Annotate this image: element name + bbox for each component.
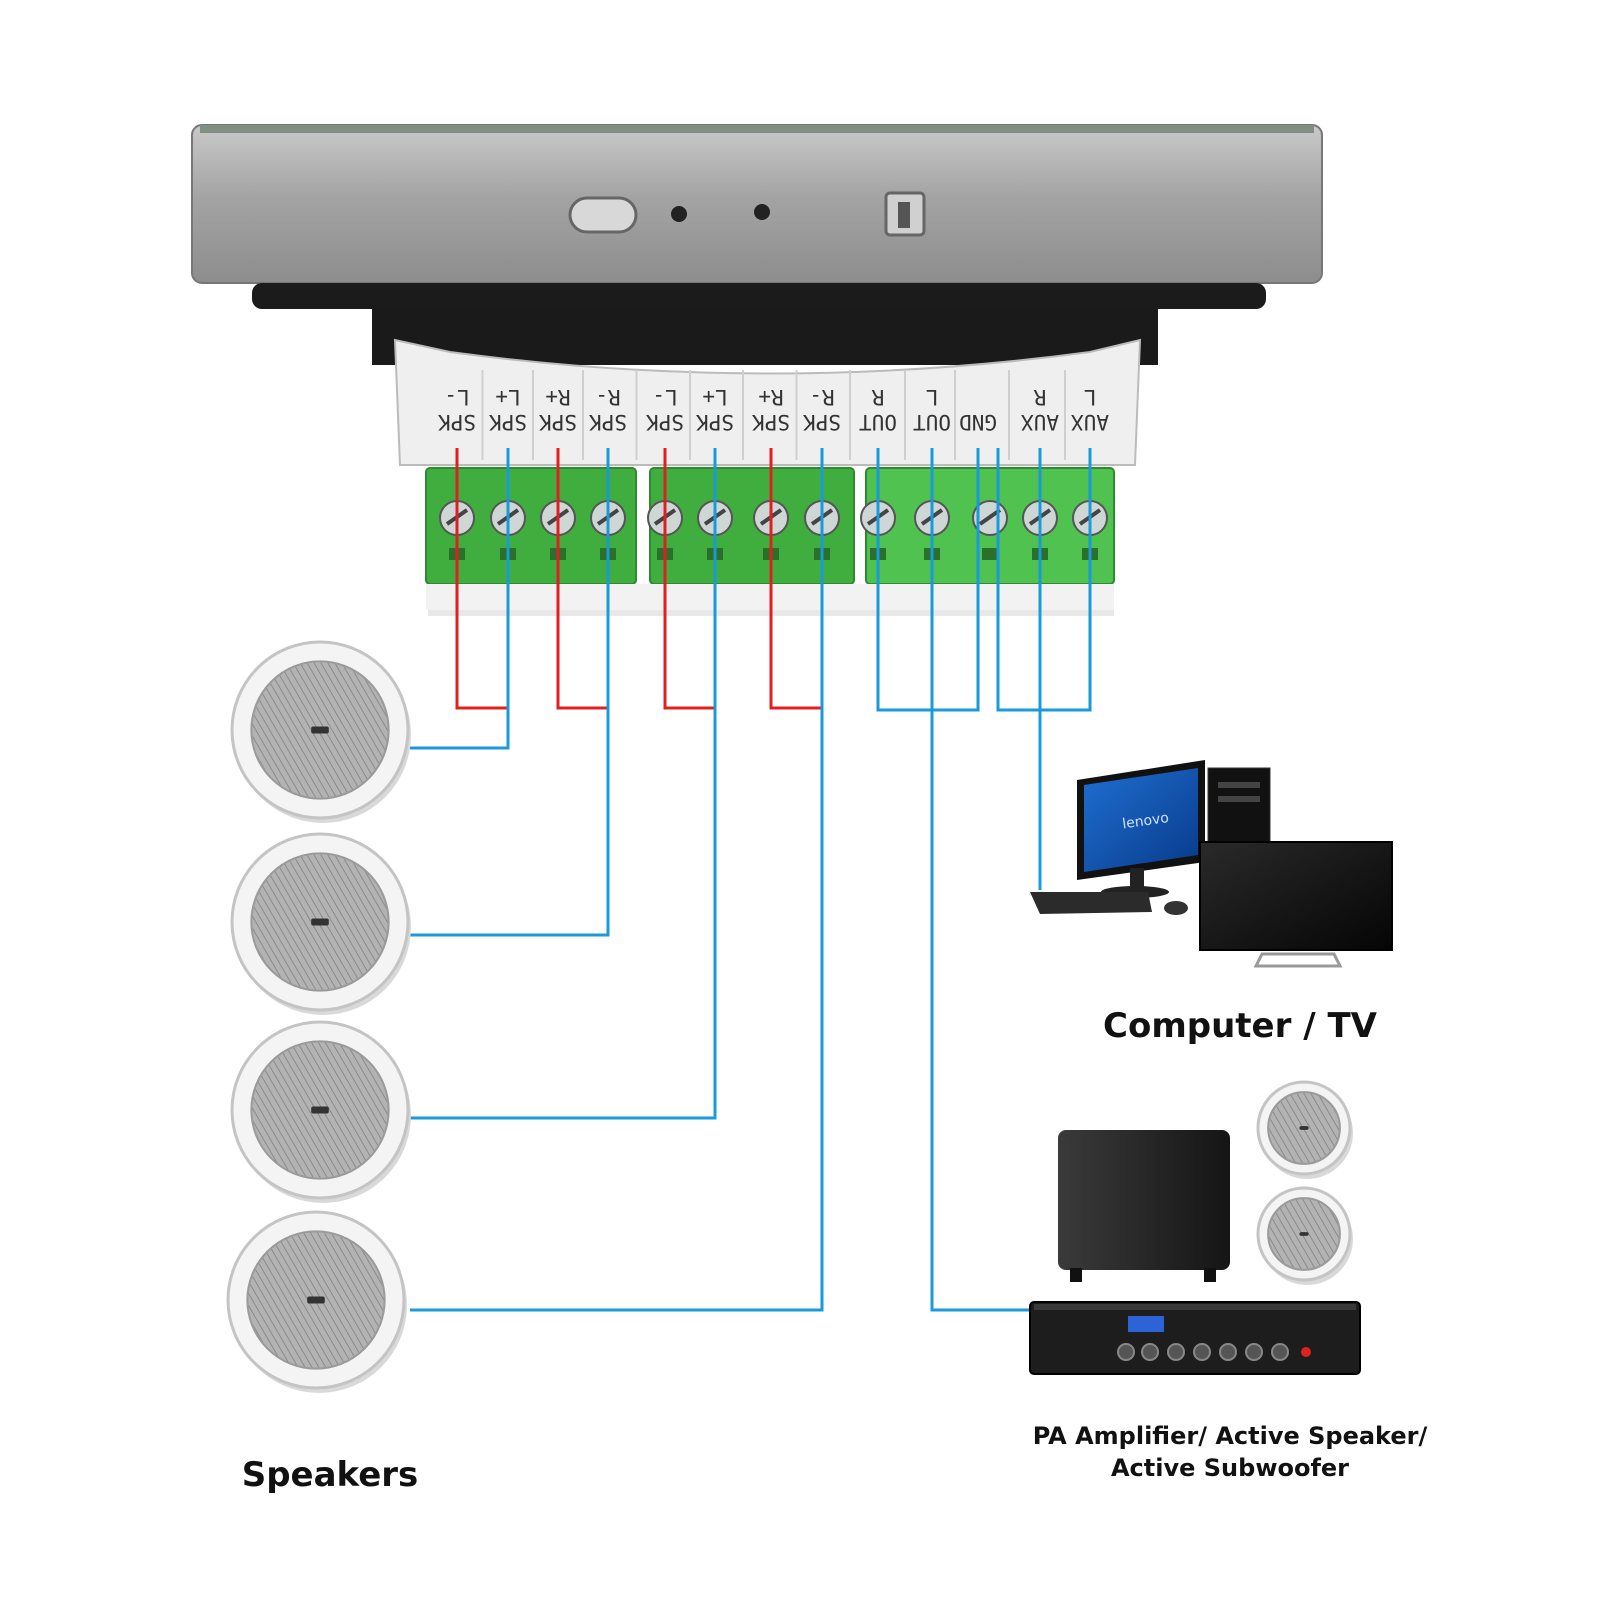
terminal-label-type: GND bbox=[959, 410, 997, 434]
terminal-label-channel: R+ bbox=[758, 385, 783, 409]
amp-knob bbox=[1219, 1343, 1237, 1361]
panel-mic bbox=[754, 204, 770, 220]
caption-pa-line2: Active Subwoofer bbox=[1110, 1454, 1350, 1482]
terminal-label-type: SPK bbox=[589, 410, 627, 434]
terminal-label-type: AUX bbox=[1021, 410, 1059, 434]
wire-red bbox=[556, 448, 608, 710]
amplifier-icon bbox=[1029, 1301, 1361, 1375]
terminal-label-type: SPK bbox=[752, 410, 790, 434]
terminal-label-channel: R bbox=[871, 385, 884, 409]
monitor-brand: lenovo bbox=[1121, 810, 1170, 832]
terminal-label-channel: L bbox=[1084, 385, 1097, 409]
terminal-label-channel: L bbox=[926, 385, 939, 409]
caption-speakers: Speakers bbox=[241, 1455, 419, 1495]
computer-icon: lenovo bbox=[1030, 760, 1271, 915]
active-speakers-group bbox=[1256, 1080, 1353, 1285]
terminal-label: GND bbox=[959, 410, 997, 434]
terminal-label-type: SPK bbox=[489, 410, 527, 434]
terminal-label-channel: R- bbox=[809, 385, 834, 409]
amp-knob bbox=[1193, 1343, 1211, 1361]
amp-knob bbox=[1167, 1343, 1185, 1361]
caption-computer-tv: Computer / TV bbox=[1103, 1006, 1377, 1046]
speaker-icon bbox=[230, 640, 411, 823]
wire-blue bbox=[410, 448, 610, 937]
wire-blue bbox=[876, 448, 980, 712]
terminal-label-channel: R bbox=[1033, 385, 1046, 409]
terminal-label-type: SPK bbox=[696, 410, 734, 434]
wire-blue bbox=[410, 448, 510, 750]
wall-panel bbox=[191, 124, 1323, 466]
tv-icon bbox=[1199, 841, 1393, 968]
terminal-label-channel: L- bbox=[652, 385, 677, 409]
wires bbox=[410, 448, 1092, 1312]
wire-blue bbox=[996, 448, 1092, 712]
subwoofer-icon bbox=[1058, 1130, 1230, 1282]
amp-knob bbox=[1141, 1343, 1159, 1361]
speaker-icon bbox=[230, 1020, 411, 1203]
terminal-label-channel: L+ bbox=[495, 385, 520, 409]
speaker-icon bbox=[230, 832, 411, 1015]
terminal-label-channel: R+ bbox=[545, 385, 570, 409]
wire-red bbox=[663, 448, 715, 710]
speaker-icon bbox=[1256, 1186, 1353, 1285]
panel-led bbox=[671, 206, 687, 222]
amp-knob bbox=[1245, 1343, 1263, 1361]
wire-blue bbox=[410, 448, 717, 1120]
speaker-icon bbox=[226, 1210, 407, 1393]
speaker-icon bbox=[1256, 1080, 1353, 1179]
wire-red bbox=[769, 448, 822, 710]
amp-knob bbox=[1117, 1343, 1135, 1361]
terminal-label-channel: R- bbox=[595, 385, 620, 409]
amp-knob bbox=[1271, 1343, 1289, 1361]
caption-pa-amplifier: PA Amplifier/ Active Speaker/ Active Sub… bbox=[1010, 1420, 1450, 1484]
wire-red bbox=[455, 448, 508, 710]
terminal-label-type: SPK bbox=[438, 410, 476, 434]
terminal-label-type: AUX bbox=[1071, 410, 1109, 434]
terminal-label-channel: L- bbox=[444, 385, 469, 409]
caption-pa-line1: PA Amplifier/ Active Speaker/ bbox=[1032, 1422, 1428, 1450]
panel-button bbox=[568, 196, 638, 234]
terminal-label-type: SPK bbox=[539, 410, 577, 434]
terminal-label-type: SPK bbox=[646, 410, 684, 434]
terminal-label-type: SPK bbox=[803, 410, 841, 434]
wire-blue bbox=[410, 448, 824, 1312]
terminal-label-type: OUT bbox=[913, 410, 951, 434]
terminal-label-type: OUT bbox=[859, 410, 897, 434]
wire-blue bbox=[930, 448, 1030, 1312]
terminal-label-strip: SPKL-SPKL+SPKR+SPKR-SPKL-SPKL+SPKR+SPKR-… bbox=[438, 370, 1109, 460]
speakers-group bbox=[226, 640, 411, 1393]
terminal-label-channel: L+ bbox=[702, 385, 727, 409]
